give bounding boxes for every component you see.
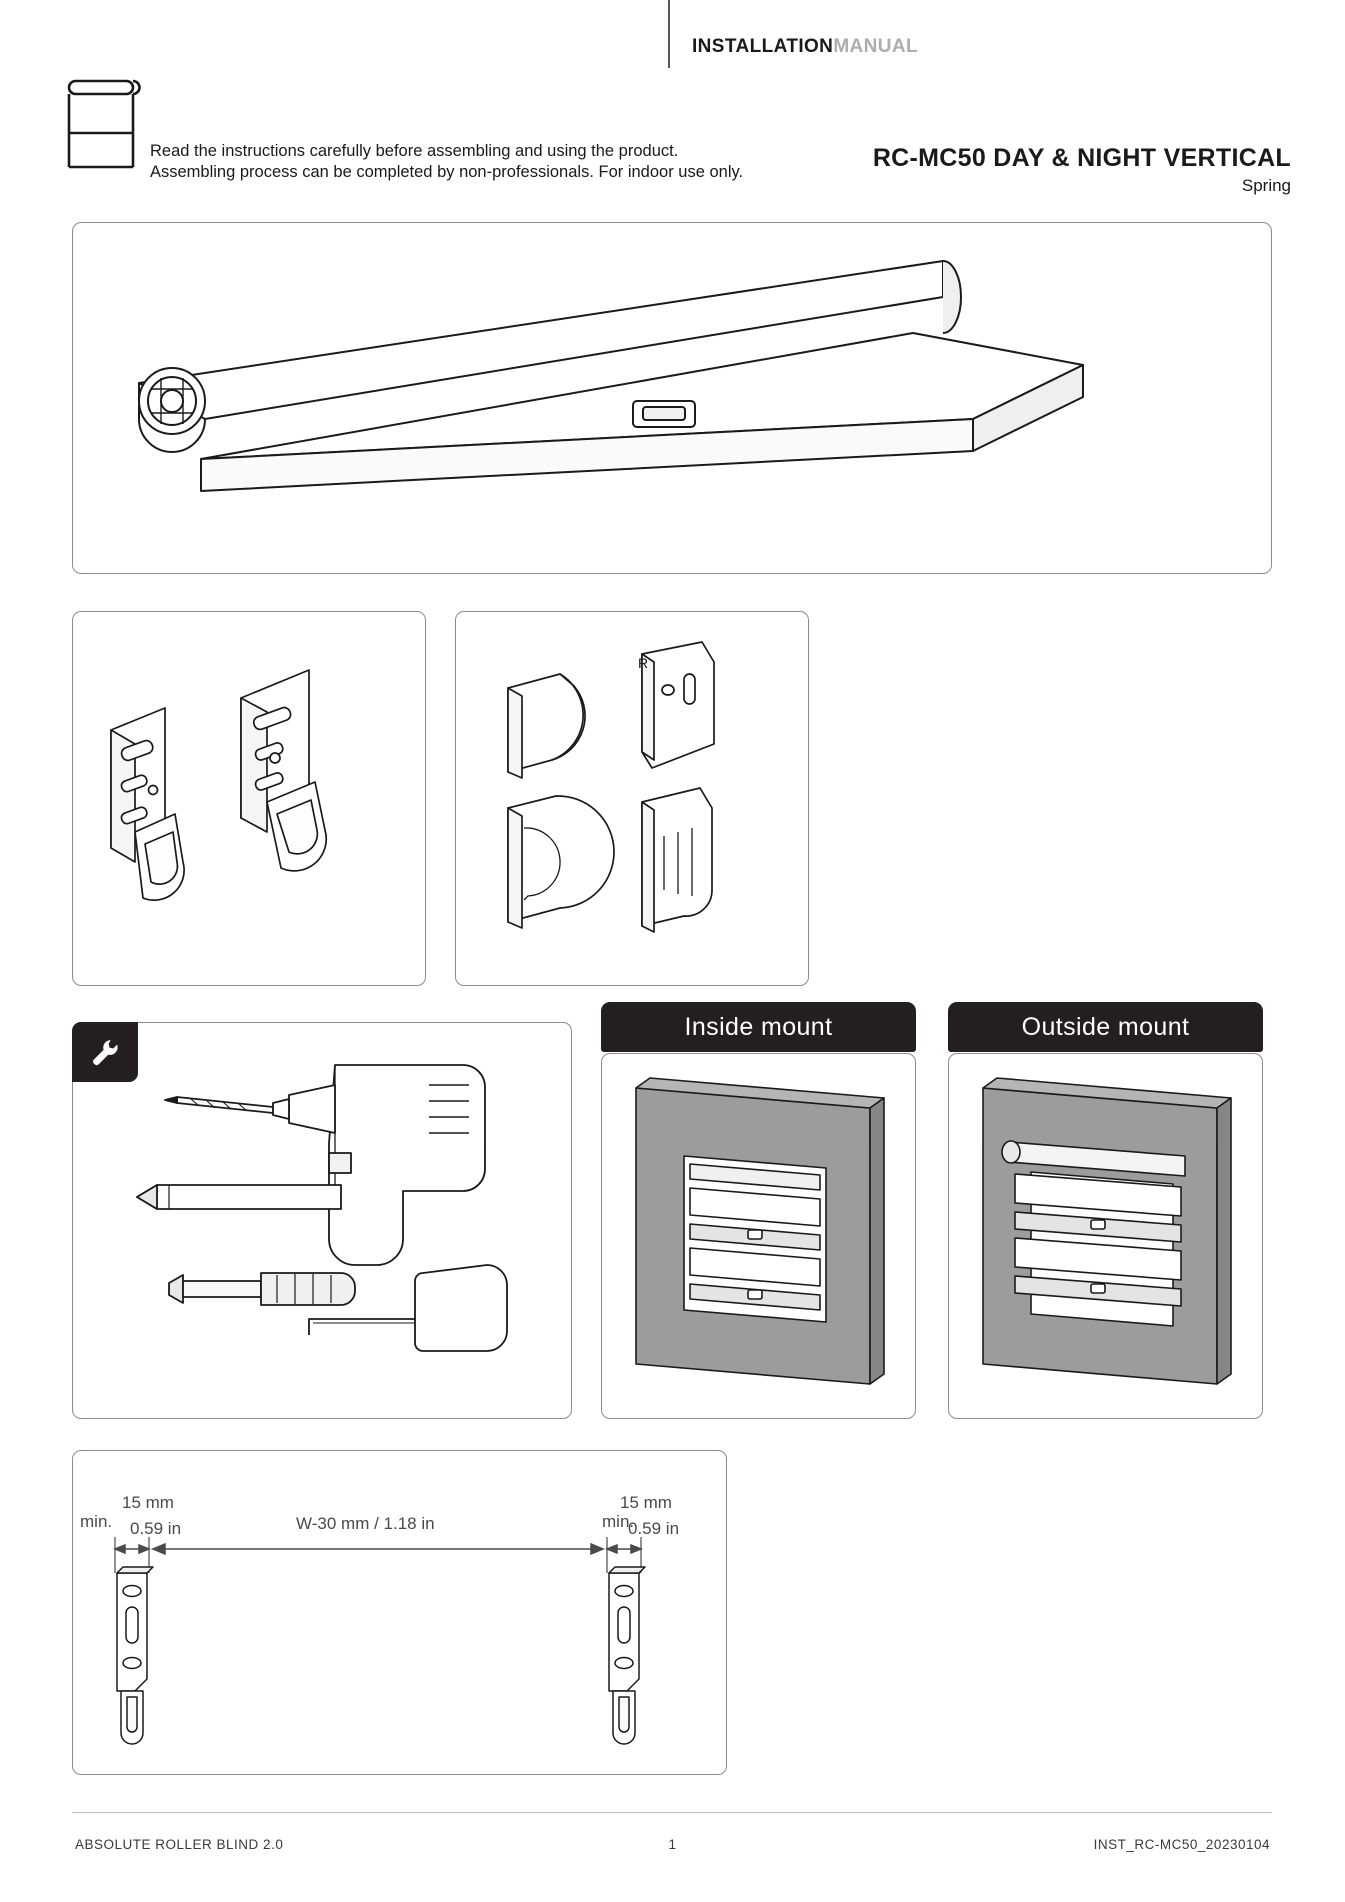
footer-divider-rule bbox=[72, 1812, 1272, 1813]
required-tools-panel bbox=[72, 1022, 572, 1419]
end-caps-covers-diagram: R bbox=[507, 641, 715, 933]
cap-label-r: R bbox=[638, 655, 648, 671]
warning-line-2: Assembling process can be completed by n… bbox=[150, 163, 744, 181]
assembled-blind-diagram bbox=[138, 260, 1084, 492]
inside-mount-label: Inside mount bbox=[684, 1012, 833, 1041]
brand-bold-text: INSTALLATION bbox=[692, 36, 834, 57]
bracket-spacing-panel bbox=[72, 1450, 727, 1775]
footer-document-code: INST_RC-MC50_20230104 bbox=[1093, 1837, 1270, 1852]
dim-min-right: min. bbox=[602, 1512, 635, 1531]
inside-mount-diagram bbox=[635, 1077, 885, 1385]
inside-mount-header: Inside mount bbox=[601, 1002, 916, 1052]
outside-mount-panel bbox=[948, 1053, 1263, 1419]
dim-edge-mm-right: 15 mm bbox=[620, 1493, 672, 1512]
outside-mount-diagram bbox=[982, 1077, 1232, 1385]
end-caps-panel: R bbox=[455, 611, 809, 986]
product-subtitle: Spring bbox=[1241, 176, 1291, 195]
page-title: RC-MC50 DAY & NIGHT VERTICAL bbox=[872, 144, 1291, 172]
assembled-blind-panel bbox=[72, 222, 1272, 574]
required-tools-diagram bbox=[136, 1064, 508, 1352]
page-number: 1 bbox=[668, 1837, 677, 1852]
outside-mount-header: Outside mount bbox=[948, 1002, 1263, 1052]
mounting-brackets-panel bbox=[72, 611, 426, 986]
tools-badge bbox=[72, 1022, 138, 1082]
dim-min-left: min. bbox=[80, 1512, 113, 1531]
dim-span-label: W-30 mm / 1.18 in bbox=[296, 1514, 435, 1533]
mounting-brackets-diagram bbox=[110, 669, 328, 901]
inside-mount-panel bbox=[601, 1053, 916, 1419]
manual-brand-title: INSTALLATIONMANUAL bbox=[692, 36, 918, 58]
bracket-spacing-diagram bbox=[112, 1537, 646, 1745]
dim-edge-in-right: 0.59 in bbox=[628, 1519, 680, 1538]
brand-light-text: MANUAL bbox=[833, 36, 919, 57]
header-divider-rule bbox=[668, 0, 670, 68]
footer-product-name: ABSOLUTE ROLLER BLIND 2.0 bbox=[75, 1837, 284, 1852]
dim-edge-in-left: 0.59 in bbox=[130, 1519, 182, 1538]
wrench-icon bbox=[92, 1040, 118, 1066]
dim-edge-mm-left: 15 mm bbox=[122, 1493, 174, 1512]
roller-blind-icon bbox=[66, 78, 144, 170]
safety-warning-text: Read the instructions carefully before a… bbox=[150, 141, 743, 183]
warning-line-1: Read the instructions carefully before a… bbox=[150, 142, 679, 160]
outside-mount-label: Outside mount bbox=[1021, 1012, 1190, 1041]
